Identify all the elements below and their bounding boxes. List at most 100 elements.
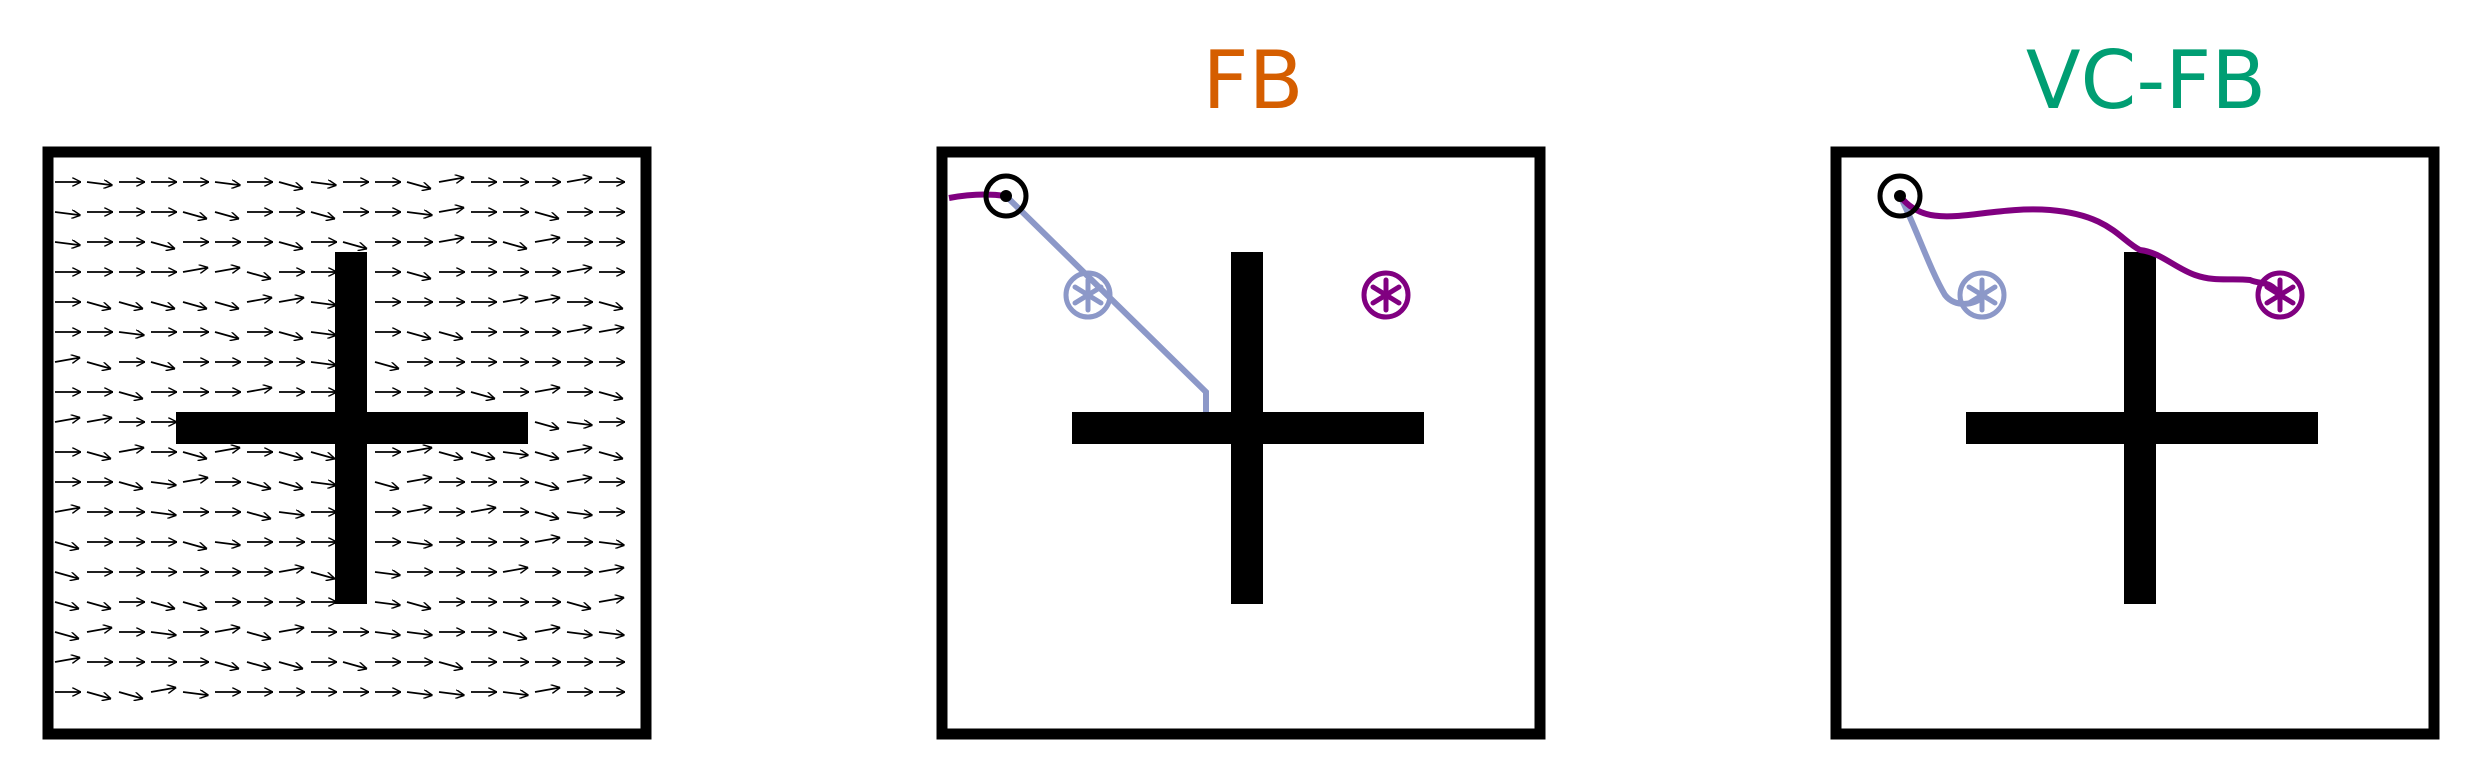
field-arrow bbox=[598, 542, 625, 545]
field-arrow bbox=[598, 598, 624, 602]
field-arrow bbox=[150, 601, 175, 609]
field-arrow bbox=[502, 568, 528, 572]
field-arrow bbox=[246, 271, 271, 279]
field-arrow bbox=[86, 451, 111, 459]
field-arrow bbox=[278, 512, 305, 515]
field-arrow bbox=[54, 358, 80, 362]
field-arrow bbox=[502, 298, 528, 302]
field-arrow bbox=[86, 691, 111, 699]
field-arrow bbox=[406, 181, 431, 189]
start-marker bbox=[1877, 173, 1923, 219]
field-arrow bbox=[310, 302, 337, 305]
vector-field-panel bbox=[42, 146, 652, 740]
field-arrow bbox=[566, 601, 591, 609]
field-arrow bbox=[182, 478, 208, 482]
field-arrow bbox=[54, 242, 81, 245]
field-arrow bbox=[150, 241, 175, 249]
field-arrow bbox=[214, 628, 240, 632]
field-arrow bbox=[278, 298, 304, 302]
field-arrow bbox=[310, 182, 337, 185]
field-arrow bbox=[310, 332, 337, 335]
field-arrow bbox=[214, 268, 240, 272]
goal-asterisk-icon bbox=[1957, 270, 2007, 320]
field-arrow bbox=[566, 512, 593, 515]
field-arrow bbox=[54, 418, 80, 422]
field-arrow bbox=[118, 332, 145, 335]
field-arrow bbox=[182, 211, 207, 219]
field-arrow bbox=[278, 481, 303, 489]
field-arrow bbox=[406, 508, 432, 512]
field-arrow bbox=[406, 632, 433, 635]
field-arrow bbox=[182, 541, 207, 549]
field-arrow bbox=[54, 508, 80, 512]
field-arrow bbox=[310, 571, 335, 579]
field-arrow bbox=[150, 482, 177, 485]
field-arrow bbox=[438, 451, 463, 459]
trajectory-light bbox=[1003, 193, 1209, 412]
field-arrow bbox=[118, 391, 143, 399]
cross-wall-horizontal bbox=[176, 412, 528, 444]
field-arrow bbox=[214, 542, 241, 545]
field-arrow bbox=[406, 271, 431, 279]
field-arrow bbox=[534, 211, 559, 219]
field-arrow bbox=[118, 691, 143, 699]
field-arrow bbox=[566, 268, 592, 272]
field-arrow bbox=[150, 512, 177, 515]
field-arrow bbox=[534, 511, 559, 519]
field-arrow bbox=[438, 692, 465, 695]
field-arrow bbox=[150, 632, 177, 635]
field-arrow bbox=[534, 451, 559, 459]
field-arrow bbox=[246, 481, 271, 489]
field-arrow bbox=[406, 331, 431, 339]
field-arrow bbox=[438, 238, 464, 242]
trajectory-dark bbox=[1897, 194, 2283, 297]
field-arrow bbox=[438, 208, 464, 212]
field-arrow bbox=[534, 421, 559, 429]
field-arrow bbox=[150, 361, 175, 369]
field-arrow bbox=[182, 692, 209, 695]
field-arrow bbox=[310, 211, 335, 219]
field-arrow bbox=[534, 538, 560, 542]
field-arrow bbox=[438, 661, 463, 669]
field-arrow bbox=[54, 541, 79, 549]
field-arrow bbox=[246, 661, 271, 669]
field-arrow bbox=[214, 331, 239, 339]
field-arrow bbox=[566, 328, 592, 332]
field-arrow bbox=[54, 601, 79, 609]
field-arrow bbox=[406, 601, 431, 609]
field-arrow bbox=[534, 628, 560, 632]
field-arrow bbox=[86, 301, 111, 309]
field-arrow bbox=[374, 632, 401, 635]
field-arrow bbox=[374, 361, 399, 369]
field-arrow bbox=[86, 601, 111, 609]
field-arrow bbox=[214, 448, 240, 452]
field-arrow bbox=[502, 631, 527, 639]
field-arrow bbox=[406, 692, 433, 695]
field-arrow bbox=[54, 658, 80, 662]
field-arrow bbox=[54, 631, 79, 639]
field-arrow bbox=[534, 298, 560, 302]
field-arrow bbox=[374, 572, 401, 575]
field-arrow bbox=[598, 632, 625, 635]
field-arrow bbox=[310, 362, 337, 365]
field-arrow bbox=[598, 391, 623, 399]
field-arrow bbox=[214, 211, 239, 219]
field-arrow bbox=[566, 632, 593, 635]
cross-wall-horizontal bbox=[1966, 412, 2318, 444]
field-arrow bbox=[566, 178, 592, 182]
goal-asterisk-icon bbox=[2255, 270, 2305, 320]
field-arrow bbox=[150, 301, 175, 309]
field-arrow bbox=[406, 212, 433, 215]
field-arrow bbox=[246, 631, 271, 639]
field-arrow bbox=[118, 301, 143, 309]
field-arrow bbox=[438, 178, 464, 182]
field-arrow bbox=[214, 301, 239, 309]
field-arrow bbox=[246, 298, 272, 302]
field-arrow bbox=[214, 182, 241, 185]
fb-panel bbox=[936, 146, 1546, 740]
field-arrow bbox=[534, 688, 560, 692]
field-arrow bbox=[182, 601, 207, 609]
field-arrow bbox=[214, 661, 239, 669]
field-arrow bbox=[54, 571, 79, 579]
